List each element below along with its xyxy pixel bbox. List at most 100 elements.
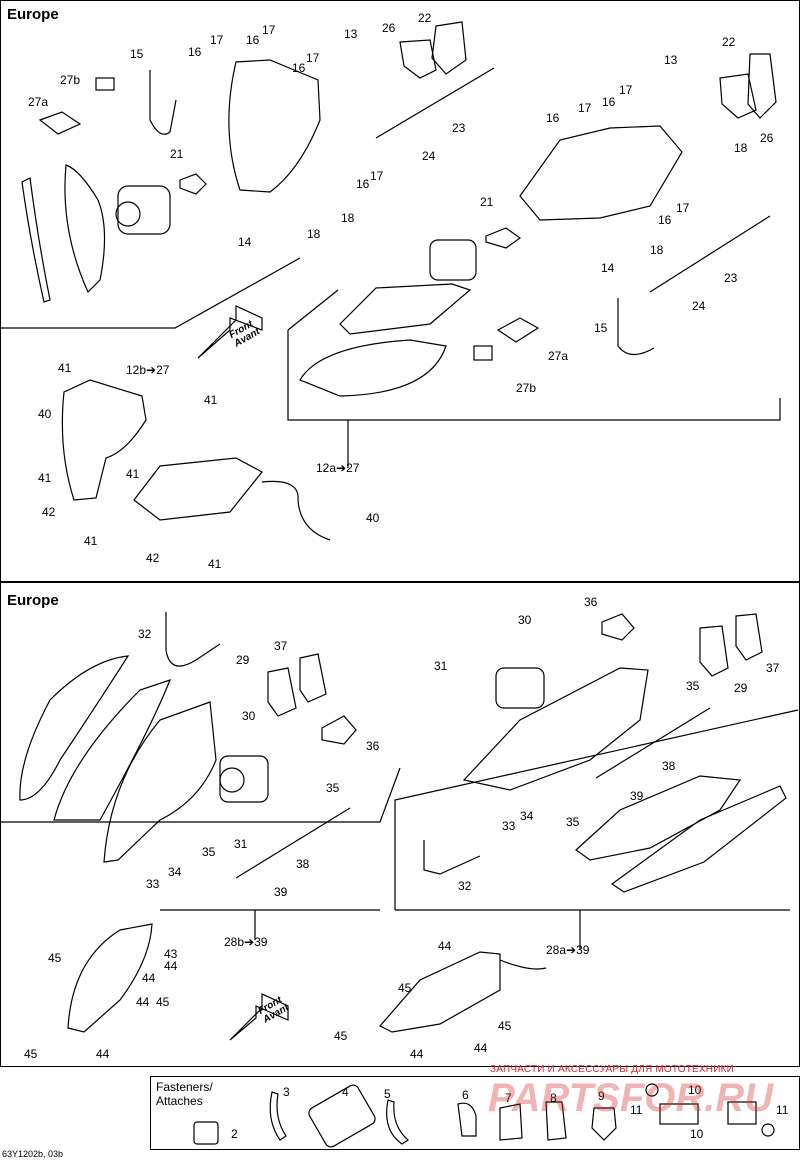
- fastener-3-tie: [269, 1091, 287, 1141]
- bottom-callout: 38: [296, 857, 310, 871]
- fastener-item-number: 9: [598, 1089, 605, 1103]
- lens-frame-right-bottom: [575, 775, 742, 861]
- top-callout: 14: [601, 261, 615, 275]
- top-callout: 40: [38, 407, 52, 421]
- wiring-harness: [149, 70, 177, 135]
- top-callout: 12a➔27: [316, 461, 360, 475]
- adjuster-rod-38: [235, 807, 351, 879]
- bottom-callout: 37: [274, 639, 288, 653]
- top-callout: 12b➔27: [126, 363, 170, 377]
- top-callout: 21: [480, 195, 494, 209]
- top-callout: 41: [204, 393, 218, 407]
- bottom-callout: 43: [164, 947, 178, 961]
- bottom-callout: 32: [458, 879, 472, 893]
- top-callout: 13: [664, 53, 678, 67]
- housing-lower-left: [67, 923, 153, 1033]
- gasket-37-right: [735, 613, 763, 661]
- bottom-callout: 35: [566, 815, 580, 829]
- bottom-callout: 44: [136, 995, 150, 1009]
- bottom-callout: 39: [630, 789, 644, 803]
- fastener-item-number: 7: [505, 1091, 512, 1105]
- bottom-callout: 45: [498, 1019, 512, 1033]
- bottom-callout: 28a➔39: [546, 943, 590, 957]
- bottom-callout: 30: [242, 709, 256, 723]
- top-callout: 22: [418, 11, 432, 25]
- top-callout: 41: [58, 361, 72, 375]
- top-callout: 13: [344, 27, 358, 41]
- top-callout: 40: [366, 511, 380, 525]
- gasket-37: [299, 653, 327, 703]
- projector-right-bottom: [495, 667, 545, 709]
- top-callout: 16: [546, 111, 560, 125]
- drawing-code: 63Y1202b, 03b: [2, 1149, 64, 1159]
- top-callout: 41: [84, 534, 98, 548]
- fastener-item-number: 5: [384, 1087, 391, 1101]
- front-arrow-top: [197, 305, 263, 359]
- wiring-32-right: [423, 840, 481, 875]
- headlamp-housing-bottom: [103, 701, 217, 863]
- fastener-10-plate: [659, 1103, 699, 1125]
- bottom-callout: 39: [274, 885, 288, 899]
- headlamp-lens-bottom: [19, 655, 130, 801]
- top-callout: 26: [382, 21, 396, 35]
- wiring-harness-right: [617, 298, 655, 356]
- separator-line: [287, 289, 339, 331]
- top-callout: 23: [724, 271, 738, 285]
- top-callout: 15: [594, 321, 608, 335]
- top-callout: 27b: [60, 73, 80, 87]
- lens-gasket: [299, 339, 447, 397]
- connector-27a: [38, 111, 82, 135]
- fasteners-title-line1: Fasteners/: [156, 1080, 213, 1094]
- fastener-5-tie: [386, 1099, 409, 1145]
- bottom-callout: 38: [662, 759, 676, 773]
- watermark-subtitle: ЗАПЧАСТИ И АКСЕССУАРЫ ДЛЯ МОТОТЕХНИКИ: [490, 1064, 735, 1075]
- fastener-4-sleeve: [308, 1084, 376, 1148]
- top-callout: 17: [210, 33, 224, 47]
- watermark: ЗАПЧАСТИ И АКСЕССУАРЫ ДЛЯ МОТОТЕХНИКИ: [490, 1064, 734, 1075]
- top-callout: 16: [602, 95, 616, 109]
- bottom-callout: 35: [686, 679, 700, 693]
- gasket-26: [399, 39, 437, 79]
- bottom-callout: 33: [146, 877, 160, 891]
- top-callout: 17: [370, 169, 384, 183]
- housing-lower: [61, 379, 147, 501]
- fastener-6-clamp: [457, 1102, 477, 1137]
- fastener-8-clip: [545, 1101, 567, 1141]
- fastener-item-number: 2: [231, 1127, 238, 1141]
- top-callout: 17: [262, 23, 276, 37]
- fastener-item-number: 10: [690, 1127, 704, 1141]
- headlamp-housing: [228, 59, 321, 193]
- bottom-callout: 36: [366, 739, 380, 753]
- panel-bottom-title: Europe: [7, 592, 59, 609]
- top-callout: 17: [578, 101, 592, 115]
- fastener-11-nut-b: [761, 1123, 775, 1137]
- top-callout: 18: [341, 211, 355, 225]
- bottom-callout: 32: [138, 627, 152, 641]
- wiring-lower: [261, 480, 331, 541]
- top-callout: 18: [650, 243, 664, 257]
- top-callout: 16: [246, 33, 260, 47]
- fastener-item-number: 8: [550, 1091, 557, 1105]
- top-callout: 26: [760, 131, 774, 145]
- fastener-item-number: 11: [630, 1103, 643, 1117]
- panel-top-title: Europe: [7, 6, 59, 23]
- top-callout: 16: [188, 45, 202, 59]
- gasket-29-right: [699, 625, 729, 677]
- lens-gasket-right-bottom: [610, 785, 787, 893]
- top-callout: 23: [452, 121, 466, 135]
- bulb-36: [321, 715, 357, 745]
- top-callout: 27a: [548, 349, 568, 363]
- bottom-callout: 29: [236, 653, 250, 667]
- separator-line: [0, 767, 401, 823]
- top-callout: 41: [208, 557, 222, 571]
- reflector-unit-right: [429, 239, 477, 281]
- top-callout: 27b: [516, 381, 536, 395]
- fastener-item-number: 6: [462, 1088, 469, 1102]
- bottom-callout: 45: [48, 951, 62, 965]
- bottom-callout: 44: [142, 971, 156, 985]
- bottom-callout: 30: [518, 613, 532, 627]
- bottom-callout: 44: [410, 1047, 424, 1061]
- fastener-7-clip: [499, 1103, 523, 1141]
